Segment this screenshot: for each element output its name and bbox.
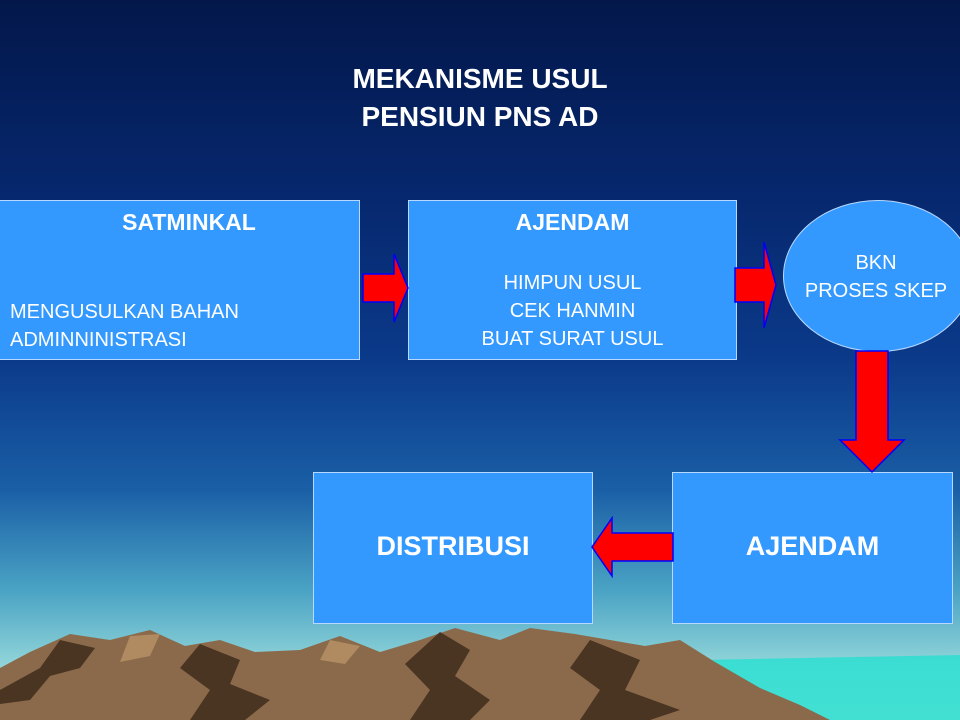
ajendam-bottom-heading: AJENDAM	[745, 531, 880, 561]
ajendam-top-line: HIMPUN USUL	[503, 272, 642, 294]
satminkal-line: MENGUSULKAN BAHAN	[10, 301, 239, 323]
distribusi-box: DISTRIBUSI	[313, 472, 593, 624]
satminkal-box: SATMINKAL	[0, 200, 360, 360]
arrow-right-icon	[734, 241, 777, 329]
ajendam-top-line: BUAT SURAT USUL	[481, 328, 664, 350]
mountain-highlight	[320, 640, 360, 664]
ajendam-bottom-box: AJENDAM	[672, 472, 953, 624]
bkn-line: PROSES SKEP	[804, 280, 948, 302]
mountain-shadow	[405, 632, 490, 720]
satminkal-lines: MENGUSULKAN BAHAN ADMINNINISTRASI	[10, 298, 239, 354]
mountain-highlight	[120, 634, 160, 662]
distribusi-heading: DISTRIBUSI	[376, 531, 530, 561]
slide-title: MEKANISME USUL PENSIUN PNS AD	[0, 60, 960, 136]
title-line-1: MEKANISME USUL	[352, 63, 608, 94]
mountain-shadow	[180, 644, 270, 720]
bkn-ellipse: BKN PROSES SKEP	[783, 200, 960, 352]
bkn-lines: BKN PROSES SKEP	[784, 249, 960, 305]
mountain-shadow	[0, 640, 95, 704]
ajendam-top-line: CEK HANMIN	[509, 300, 636, 322]
arrow-right-icon	[362, 253, 409, 323]
ajendam-top-lines: HIMPUN USUL CEK HANMIN BUAT SURAT USUL	[409, 269, 736, 353]
arrow-down-icon	[838, 350, 906, 474]
satminkal-line: ADMINNINISTRASI	[10, 329, 187, 351]
ajendam-top-heading: AJENDAM	[515, 209, 630, 235]
mountain-shadow	[570, 640, 680, 720]
title-line-2: PENSIUN PNS AD	[361, 101, 599, 132]
bkn-line: BKN	[855, 252, 897, 274]
arrow-left-icon	[591, 516, 674, 578]
ajendam-top-box: AJENDAM HIMPUN USUL CEK HANMIN BUAT SURA…	[408, 200, 737, 360]
satminkal-heading: SATMINKAL	[122, 209, 256, 235]
